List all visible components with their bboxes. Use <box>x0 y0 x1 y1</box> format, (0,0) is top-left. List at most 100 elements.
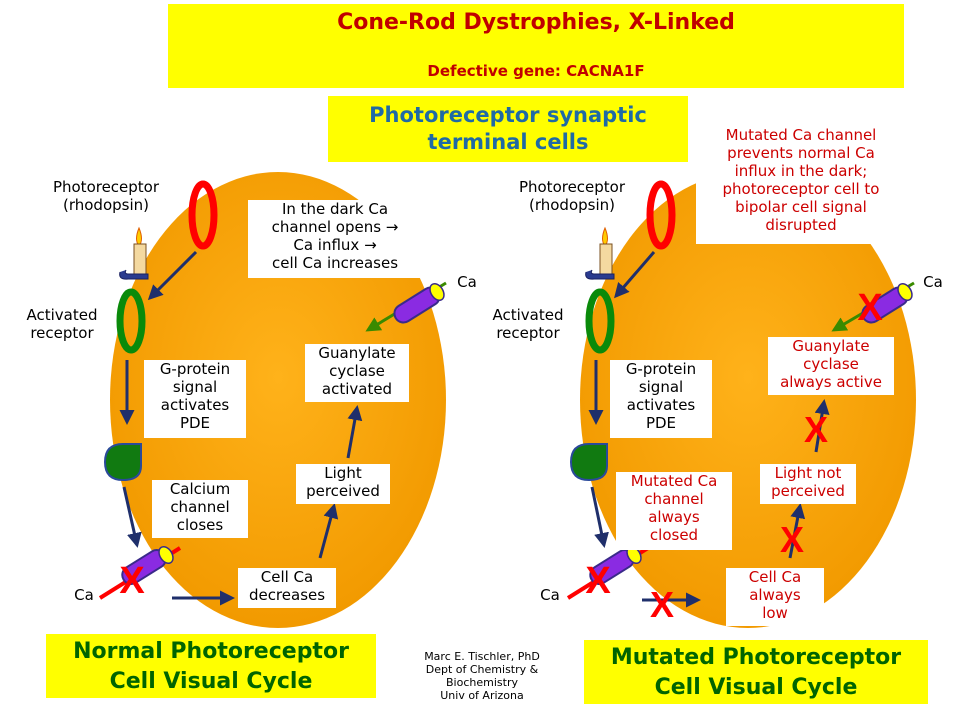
left-activated-line-2: receptor <box>30 324 94 342</box>
right-cellca-line: Cell Ca <box>748 568 802 586</box>
right-activated-line-1: Activated <box>492 306 564 324</box>
left-caption-line-2: Cell Visual Cycle <box>109 669 313 694</box>
credit-block: Marc E. Tischler, PhD Dept of Chemistry … <box>396 650 568 702</box>
right-x-block-3: X <box>804 409 828 450</box>
right-mut-note-line: bipolar cell signal <box>735 198 867 216</box>
right-caption-box: Mutated Photoreceptor Cell Visual Cycle <box>584 640 928 704</box>
right-arrow-pde-channel <box>590 486 609 548</box>
right-caption-line-1: Mutated Photoreceptor <box>610 645 902 670</box>
right-light-box: Light not perceived <box>760 464 856 504</box>
right-ca-bottom-label: Ca <box>540 586 560 604</box>
right-top-ca-channel-icon: X <box>831 281 915 332</box>
right-photoreceptor-line-2: (rhodopsin) <box>528 196 615 214</box>
left-arrow-cellca-light <box>318 503 339 559</box>
right-mut-note-line: prevents normal Ca <box>727 144 875 162</box>
left-cellca-line: decreases <box>248 586 326 604</box>
right-gprotein-line: PDE <box>645 414 677 432</box>
right-photoreceptor-line-1: Photoreceptor <box>518 178 626 196</box>
credit-line: Univ of Arizona <box>440 689 524 702</box>
left-arrow-pde-channel <box>122 486 142 548</box>
right-guanylate-line: always active <box>780 373 882 391</box>
left-rhodopsin-icon <box>188 180 218 250</box>
right-mutated-channel-line: Mutated Ca <box>630 472 718 490</box>
right-mutated-channel-line: closed <box>649 526 699 544</box>
right-gprotein-line: signal <box>638 378 684 396</box>
right-arrow-rhodopsin <box>614 251 656 299</box>
left-light-line: perceived <box>306 482 380 500</box>
svg-text:X: X <box>585 560 611 602</box>
left-caption-line-1: Normal Photoreceptor <box>73 639 349 664</box>
subtitle-line-1: Photoreceptor synaptic <box>369 103 647 127</box>
left-calcium-line: channel <box>170 498 230 516</box>
right-mut-note-line: influx in the dark; <box>734 162 868 180</box>
left-dark-note-line: cell Ca increases <box>271 254 399 272</box>
left-caption-box: Normal Photoreceptor Cell Visual Cycle <box>46 634 376 698</box>
left-dark-note-line: channel opens → <box>271 218 399 236</box>
right-mut-note-line: photoreceptor cell to <box>722 180 880 198</box>
left-pde-icon <box>103 443 142 482</box>
right-gprotein-line: G-protein <box>625 360 697 378</box>
right-mutation-note-box: Mutated Ca channel prevents normal Ca in… <box>696 126 906 244</box>
right-activated-line-2: receptor <box>496 324 560 342</box>
defective-gene-label: Defective gene: CACNA1F <box>427 62 645 80</box>
right-candle-icon <box>585 226 615 280</box>
left-calcium-line: closes <box>176 516 224 534</box>
left-arrow-light-guanylate <box>346 405 363 459</box>
right-pde-icon <box>569 443 608 482</box>
credit-line: Biochemistry <box>446 676 518 689</box>
left-photoreceptor-label: Photoreceptor (rhodopsin) <box>36 178 176 214</box>
right-guanylate-box: Guanylate cyclase always active <box>768 337 894 395</box>
right-x-block-1: X <box>650 584 674 625</box>
right-cellca-line: low <box>762 604 788 622</box>
right-gprotein-line: activates <box>626 396 696 414</box>
right-arrow-light-guanylate <box>814 399 830 453</box>
right-guanylate-line: Guanylate <box>792 337 870 355</box>
right-activated-label: Activated receptor <box>480 306 576 342</box>
subtitle-line-2: terminal cells <box>427 130 589 154</box>
right-mutated-channel-line: always <box>648 508 700 526</box>
left-guanylate-line: Guanylate <box>318 344 396 362</box>
left-cellca-box: Cell Ca decreases <box>238 568 336 608</box>
left-ca-bottom-label: Ca <box>74 586 94 604</box>
right-ca-top-label: Ca <box>923 273 943 291</box>
left-guanylate-line: activated <box>321 380 393 398</box>
right-cellca-line: always <box>749 586 801 604</box>
left-calcium-line: Calcium <box>169 480 231 498</box>
right-guanylate-line: cyclase <box>803 355 859 373</box>
svg-text:X: X <box>119 560 145 602</box>
left-calcium-box: Calcium channel closes <box>152 480 248 538</box>
right-light-line: Light not <box>774 464 842 482</box>
right-bottom-ca-channel-icon: X <box>566 545 650 602</box>
left-bottom-ca-channel-icon: X <box>98 545 182 602</box>
left-dark-note-box: In the dark Ca channel opens → Ca influx… <box>248 200 422 278</box>
right-photoreceptor-label: Photoreceptor (rhodopsin) <box>502 178 642 214</box>
left-guanylate-line: cyclase <box>329 362 385 380</box>
credit-line: Marc E. Tischler, PhD <box>424 650 540 663</box>
right-gprotein-box: G-protein signal activates PDE <box>610 360 712 438</box>
left-gprotein-line: G-protein <box>159 360 231 378</box>
left-top-ca-channel-icon <box>365 281 447 332</box>
title-banner <box>168 4 904 88</box>
left-gprotein-line: activates <box>160 396 230 414</box>
right-x-block-2: X <box>780 519 804 560</box>
right-arrow-cellca-light <box>788 503 806 559</box>
subtitle-box: Photoreceptor synaptic terminal cells <box>328 96 688 162</box>
right-mut-note-line: disrupted <box>765 216 837 234</box>
right-light-line: perceived <box>771 482 845 500</box>
page-title: Cone-Rod Dystrophies, X-Linked <box>337 10 735 35</box>
left-dark-note-line: Ca influx → <box>293 236 377 254</box>
left-cellca-line: Cell Ca <box>260 568 314 586</box>
left-ca-top-label: Ca <box>457 273 477 291</box>
left-photoreceptor-line-1: Photoreceptor <box>52 178 160 196</box>
left-guanylate-box: Guanylate cyclase activated <box>305 344 409 402</box>
left-gprotein-line: PDE <box>179 414 211 432</box>
left-gprotein-line: signal <box>172 378 218 396</box>
left-arrow-rhodopsin <box>147 250 198 301</box>
left-gprotein-box: G-protein signal activates PDE <box>144 360 246 438</box>
left-light-line: Light <box>324 464 362 482</box>
left-activated-label: Activated receptor <box>14 306 110 342</box>
left-candle-icon <box>119 226 149 280</box>
svg-text:X: X <box>857 287 883 329</box>
left-photoreceptor-line-2: (rhodopsin) <box>62 196 149 214</box>
left-light-box: Light perceived <box>296 464 390 504</box>
